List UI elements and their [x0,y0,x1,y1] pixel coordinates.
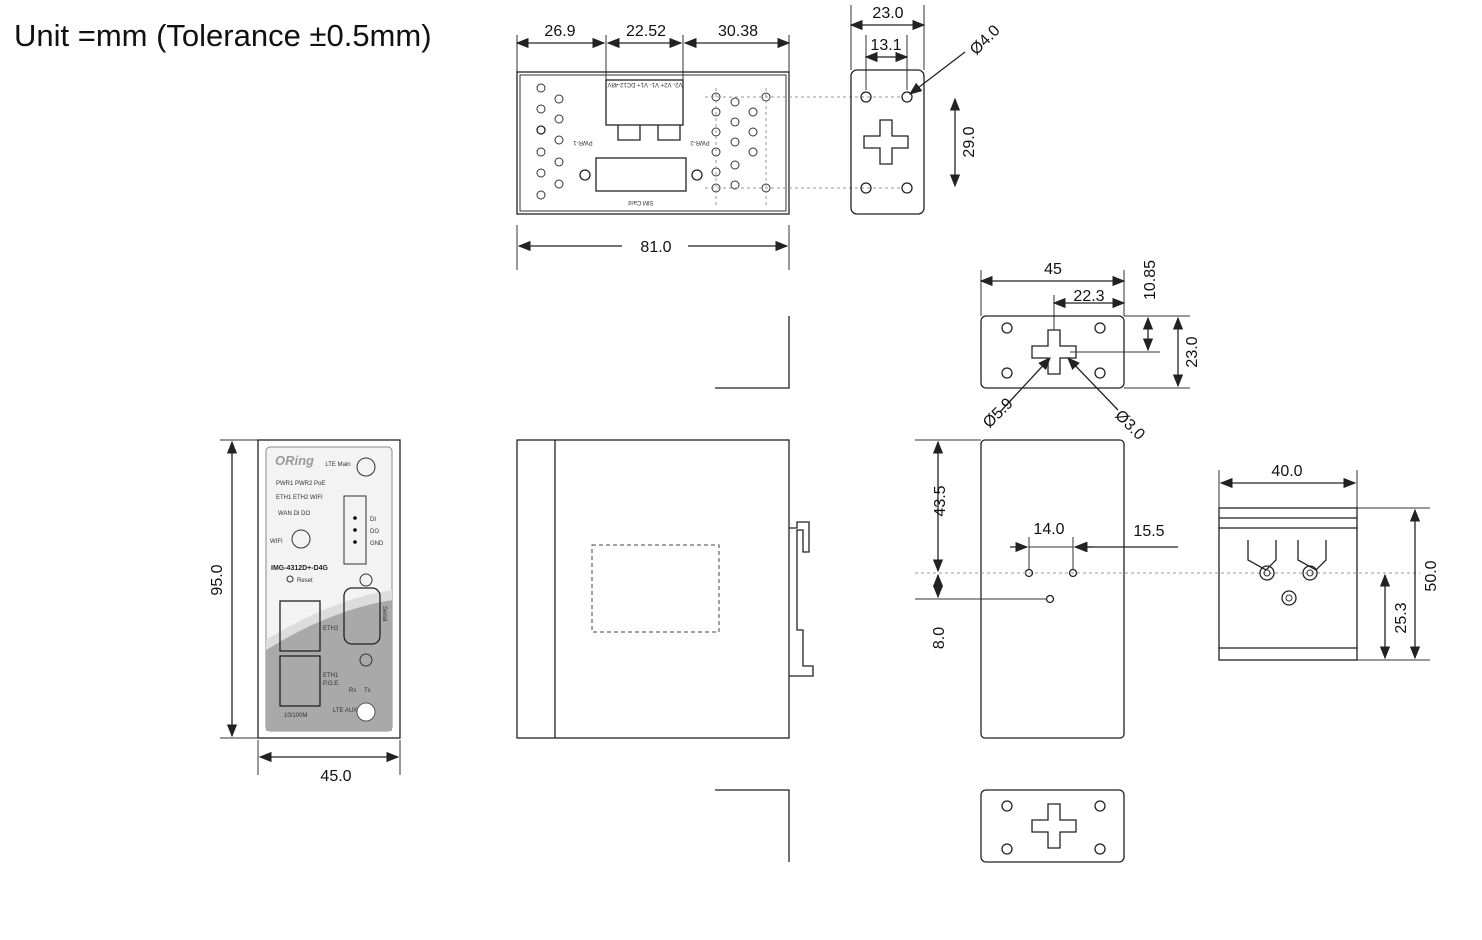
model-label: IMG-4312D+-D4G [271,565,329,572]
dim-45: 45 [1044,261,1062,278]
di-label: DI [370,517,376,523]
dim-dia-4-0: Ø4.0 [967,22,1004,59]
serial-label: Serial [381,606,387,621]
rear-view: 43.5 8.0 14.0 15.5 [915,439,1420,863]
dim-14-0: 14.0 [1033,521,1064,538]
dim-43-5: 43.5 [932,485,949,516]
bracket-top-view: 45 22.3 10.85 23.0 Ø5.9 Ø3.0 [979,260,1201,444]
rx-label: Rx [349,688,356,694]
reset-button: Reset [297,578,313,584]
dim-10-85: 10.85 [1142,260,1159,300]
speed-label: 10/100M [284,713,307,719]
dim-81-0: 81.0 [640,239,671,256]
eth1-label: ETH1 [323,673,339,679]
eth2-label: ETH2 [323,626,339,632]
dim-40-0: 40.0 [1271,463,1302,480]
oring-logo: ORing [275,453,314,468]
led-row3: WAN DI DO [278,511,310,517]
dim-22-52: 22.52 [626,23,666,40]
unit-title: Unit =mm (Tolerance ±0.5mm) [14,18,432,53]
gnd-label: GND [370,541,384,547]
sim-label: SIM Card [628,199,653,205]
dim-15-5: 15.5 [1133,523,1164,540]
dim-23-0-a: 23.0 [872,5,903,22]
top-view: 26.9 22.52 30.38 V2- V2+ V1- V1+ DC12-48… [515,23,900,270]
poe-label: P.O.E. [323,681,340,687]
led-row1: PWR1 PWR2 PoE [276,481,325,487]
dim-dia-3-0: Ø3.0 [1111,407,1148,444]
din-rail-clip: 40.0 50.0 25.3 [1218,463,1440,661]
dim-45-0: 45.0 [320,768,351,785]
dim-13-1: 13.1 [870,37,901,54]
dim-50-0: 50.0 [1423,560,1440,591]
side-view [516,316,814,862]
do-label: DO [370,529,379,535]
dim-22-3: 22.3 [1073,288,1104,305]
terminal-labels: V2- V2+ V1- V1+ DC12-48V [607,81,682,87]
lte-main-label: LTE Main [325,462,350,468]
led-row2: ETH1 ETH2 WIFI [276,495,323,501]
dim-8-0: 8.0 [931,627,948,649]
dim-23-0-b: 23.0 [1184,336,1201,367]
dim-30-38: 30.38 [718,23,758,40]
wifi-label: WIFI [270,539,283,545]
dim-26-9: 26.9 [544,23,575,40]
dim-29-0: 29.0 [961,126,978,157]
dim-25-3: 25.3 [1393,602,1410,633]
pwr2-label: PWR-2 [690,139,710,145]
bracket-side-view: 23.0 13.1 Ø4.0 29.0 [849,5,1004,215]
dim-95-0: 95.0 [209,564,226,595]
tx-label: Tx [364,688,371,694]
lte-aux-label: LTE AUX [333,708,357,714]
front-view: 95.0 45.0 ORing LTE Main PWR1 PWR2 PoE E… [209,439,401,785]
pwr1-label: PWR-1 [573,139,593,145]
